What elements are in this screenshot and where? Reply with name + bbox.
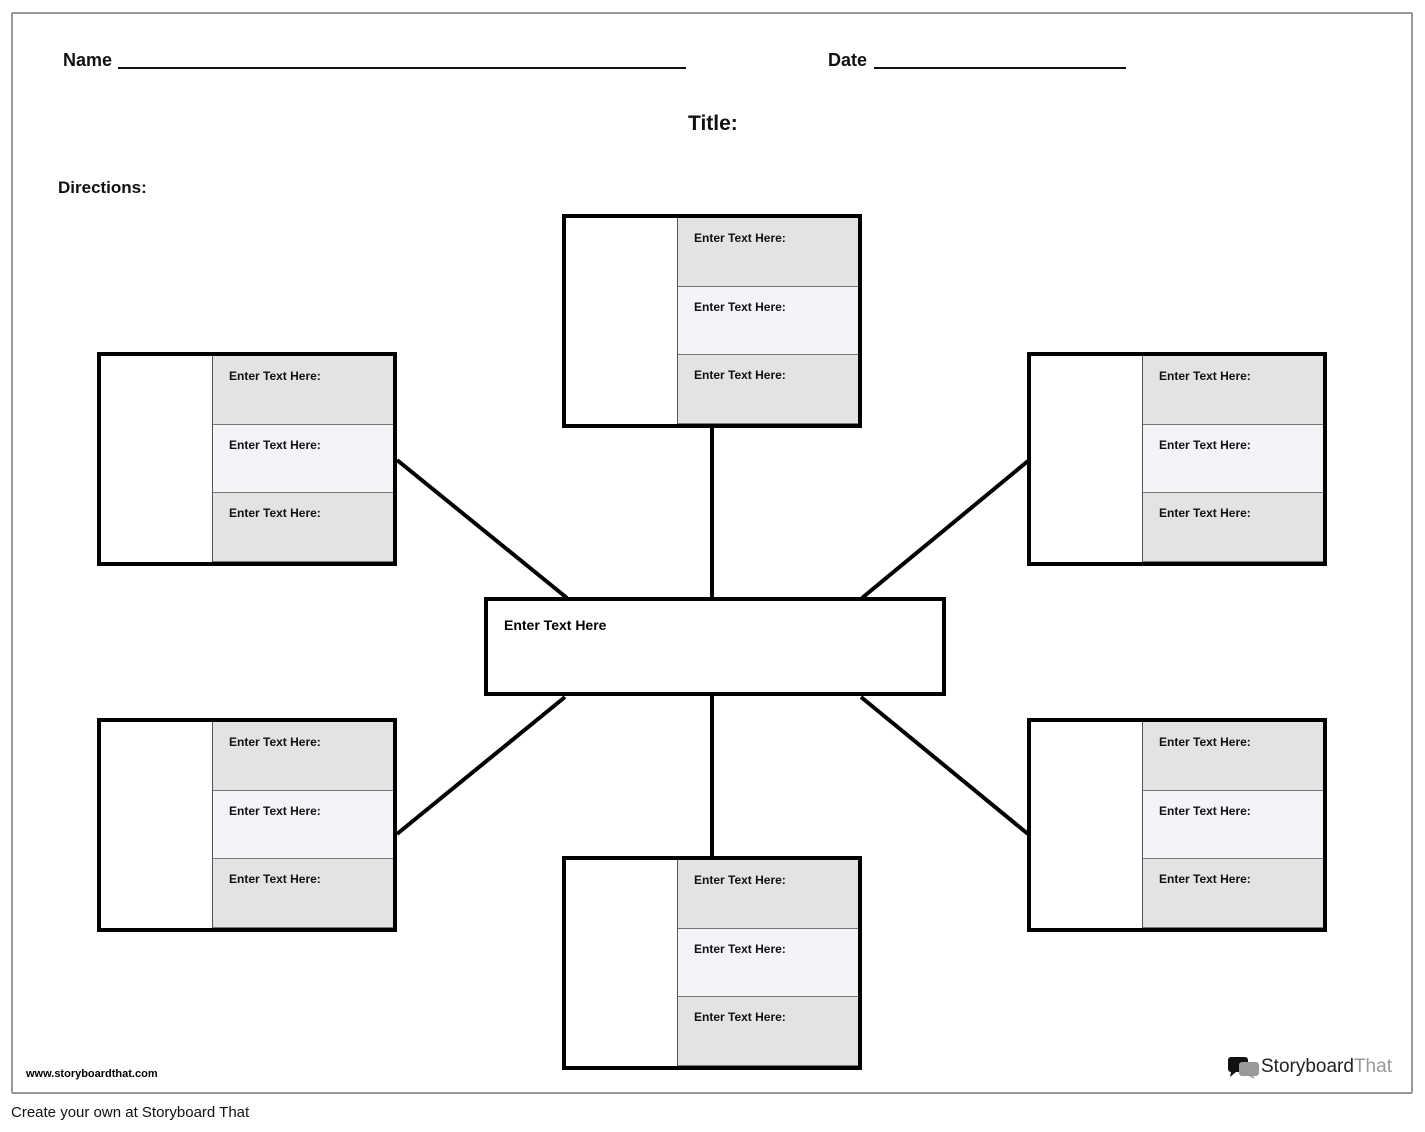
picture-area[interactable] xyxy=(101,356,213,562)
box-top: Enter Text Here:Enter Text Here:Enter Te… xyxy=(562,214,862,428)
text-field[interactable]: Enter Text Here: xyxy=(213,356,393,425)
logo-text-2: That xyxy=(1353,1056,1392,1077)
text-field[interactable]: Enter Text Here: xyxy=(678,286,858,356)
text-field[interactable]: Enter Text Here: xyxy=(1143,722,1323,791)
name-line[interactable] xyxy=(118,67,686,69)
text-field[interactable]: Enter Text Here: xyxy=(678,860,858,929)
center-box[interactable]: Enter Text Here xyxy=(484,597,946,696)
connector-top-right xyxy=(860,459,1030,600)
text-field[interactable]: Enter Text Here: xyxy=(1143,356,1323,425)
picture-area[interactable] xyxy=(566,218,678,424)
text-field[interactable]: Enter Text Here: xyxy=(678,928,858,998)
title-label: Title: xyxy=(688,112,738,135)
text-field[interactable]: Enter Text Here: xyxy=(1143,493,1323,562)
text-field[interactable]: Enter Text Here: xyxy=(678,355,858,424)
text-field[interactable]: Enter Text Here: xyxy=(1143,859,1323,928)
picture-area[interactable] xyxy=(1031,356,1143,562)
box-bottom-right: Enter Text Here:Enter Text Here:Enter Te… xyxy=(1027,718,1327,932)
text-field[interactable]: Enter Text Here: xyxy=(213,790,393,860)
text-field[interactable]: Enter Text Here: xyxy=(213,424,393,494)
box-bottom-left: Enter Text Here:Enter Text Here:Enter Te… xyxy=(97,718,397,932)
speech-bubbles-icon xyxy=(1228,1057,1259,1079)
site-url: www.storyboardthat.com xyxy=(26,1068,158,1080)
date-label: Date xyxy=(828,50,868,70)
picture-area[interactable] xyxy=(1031,722,1143,928)
text-field[interactable]: Enter Text Here: xyxy=(1143,424,1323,494)
connector-top-left xyxy=(395,458,569,600)
text-field[interactable]: Enter Text Here: xyxy=(678,218,858,287)
box-top-left: Enter Text Here:Enter Text Here:Enter Te… xyxy=(97,352,397,566)
directions-label: Directions: xyxy=(58,178,147,197)
box-bottom: Enter Text Here:Enter Text Here:Enter Te… xyxy=(562,856,862,1070)
connector-bottom-left xyxy=(395,695,567,836)
text-field[interactable]: Enter Text Here: xyxy=(678,997,858,1066)
date-line[interactable] xyxy=(874,67,1126,69)
box-top-right: Enter Text Here:Enter Text Here:Enter Te… xyxy=(1027,352,1327,566)
picture-area[interactable] xyxy=(101,722,213,928)
text-field[interactable]: Enter Text Here: xyxy=(213,722,393,791)
center-text[interactable]: Enter Text Here xyxy=(504,617,607,633)
text-field[interactable]: Enter Text Here: xyxy=(1143,790,1323,860)
logo-text-1: Storyboard xyxy=(1261,1056,1354,1077)
connector-bottom-right xyxy=(859,695,1030,836)
footer-text[interactable]: Create your own at Storyboard That xyxy=(11,1104,250,1121)
text-field[interactable]: Enter Text Here: xyxy=(213,859,393,928)
name-label: Name xyxy=(63,50,113,70)
picture-area[interactable] xyxy=(566,860,678,1066)
text-field[interactable]: Enter Text Here: xyxy=(213,493,393,562)
